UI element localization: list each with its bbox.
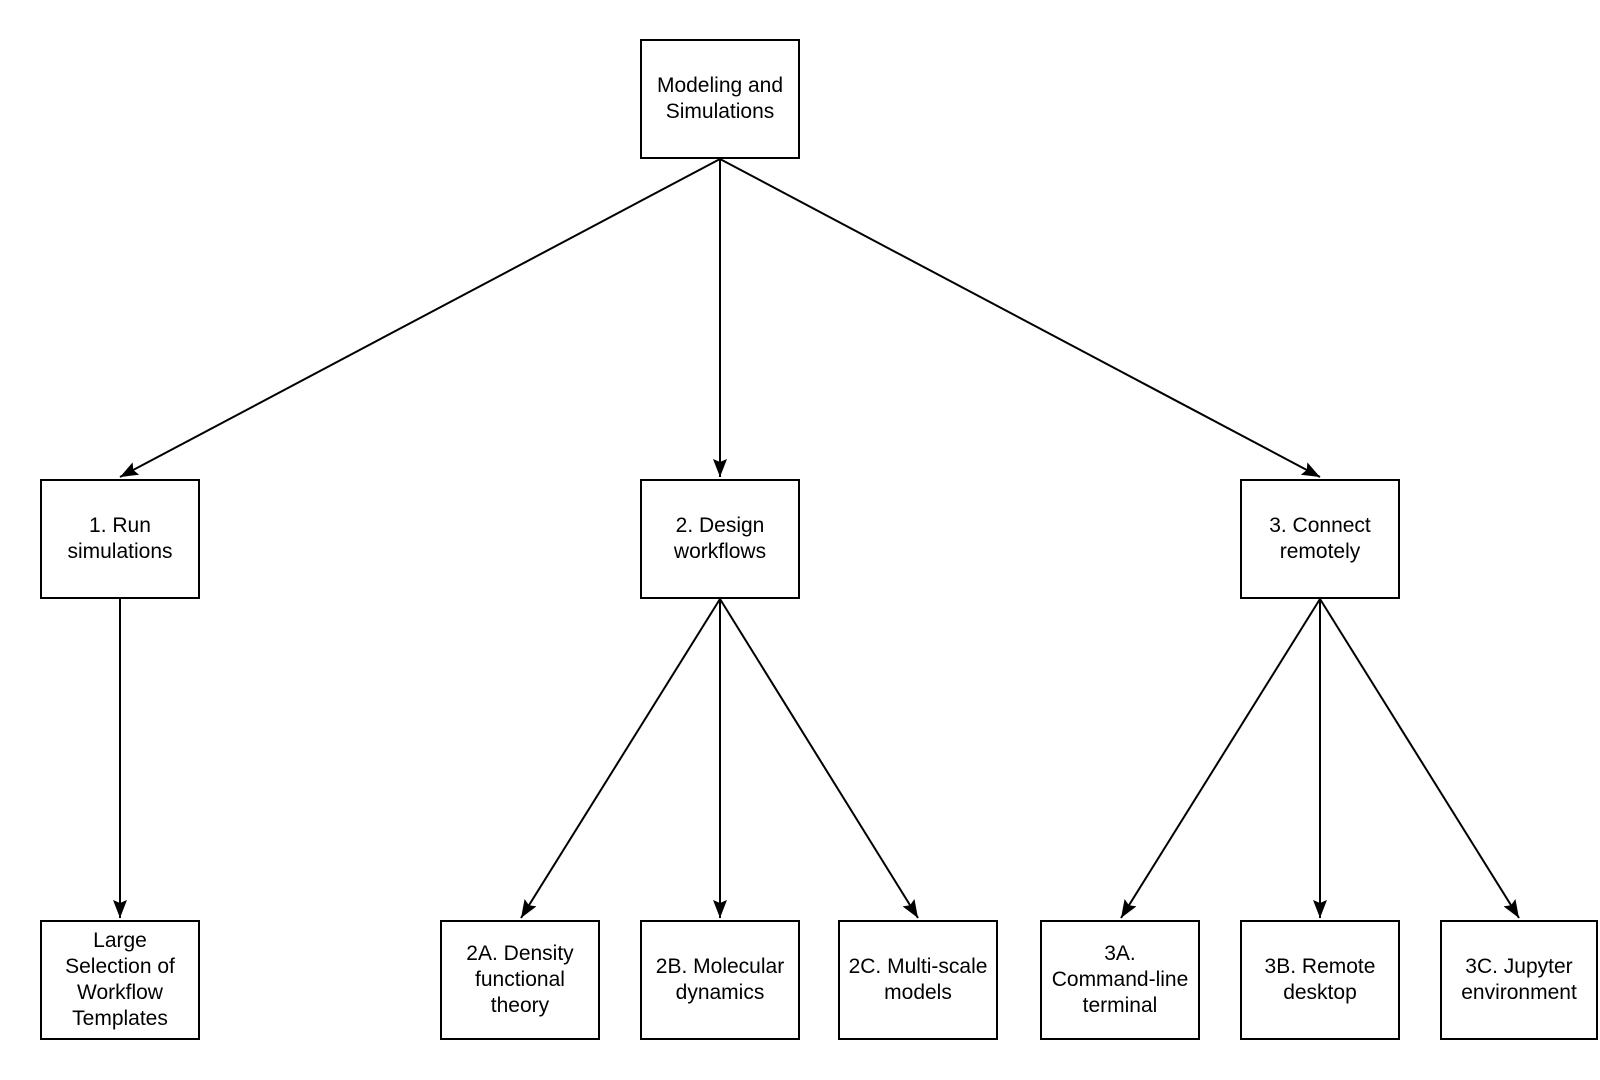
edge-connect-remotely-to-jupyter-environment (1319, 598, 1520, 919)
node-run-simulations: 1. Run simulations (40, 479, 200, 599)
node-run-simulations-label: 1. Run simulations (67, 514, 173, 563)
node-remote-desktop-label: 3B. Remote desktop (1264, 955, 1376, 1004)
node-multi-scale-models-label: 2C. Multi-scale models (848, 955, 988, 1004)
edge-design-workflows-to-density-functional-theory (520, 598, 721, 919)
node-remote-desktop: 3B. Remote desktop (1240, 920, 1400, 1040)
edge-connect-remotely-to-command-line-terminal (1120, 598, 1321, 919)
node-modeling-and-simulations: Modeling and Simulations (640, 39, 800, 159)
node-command-line-terminal: 3A. Command-line terminal (1040, 920, 1200, 1040)
node-design-workflows: 2. Design workflows (640, 479, 800, 599)
node-design-workflows-label: 2. Design workflows (673, 514, 767, 563)
node-molecular-dynamics: 2B. Molecular dynamics (640, 920, 800, 1040)
edge-modeling-to-run-simulations (119, 158, 721, 478)
node-command-line-terminal-label: 3A. Command-line terminal (1051, 942, 1189, 1017)
edge-design-workflows-to-multi-scale-models (719, 598, 919, 919)
node-jupyter-environment-label: 3C. Jupyter environment (1461, 955, 1577, 1004)
node-modeling-and-simulations-label: Modeling and Simulations (656, 74, 784, 123)
node-connect-remotely: 3. Connect remotely (1240, 479, 1400, 599)
node-connect-remotely-label: 3. Connect remotely (1269, 514, 1371, 563)
node-density-functional-theory-label: 2A. Density functional theory (466, 942, 574, 1017)
node-multi-scale-models: 2C. Multi-scale models (838, 920, 998, 1040)
node-molecular-dynamics-label: 2B. Molecular dynamics (655, 955, 785, 1004)
node-workflow-templates: Large Selection of Workflow Templates (40, 920, 200, 1040)
edge-modeling-to-connect-remotely (719, 158, 1321, 478)
node-jupyter-environment: 3C. Jupyter environment (1440, 920, 1598, 1040)
node-workflow-templates-label: Large Selection of Workflow Templates (65, 929, 175, 1030)
node-density-functional-theory: 2A. Density functional theory (440, 920, 600, 1040)
